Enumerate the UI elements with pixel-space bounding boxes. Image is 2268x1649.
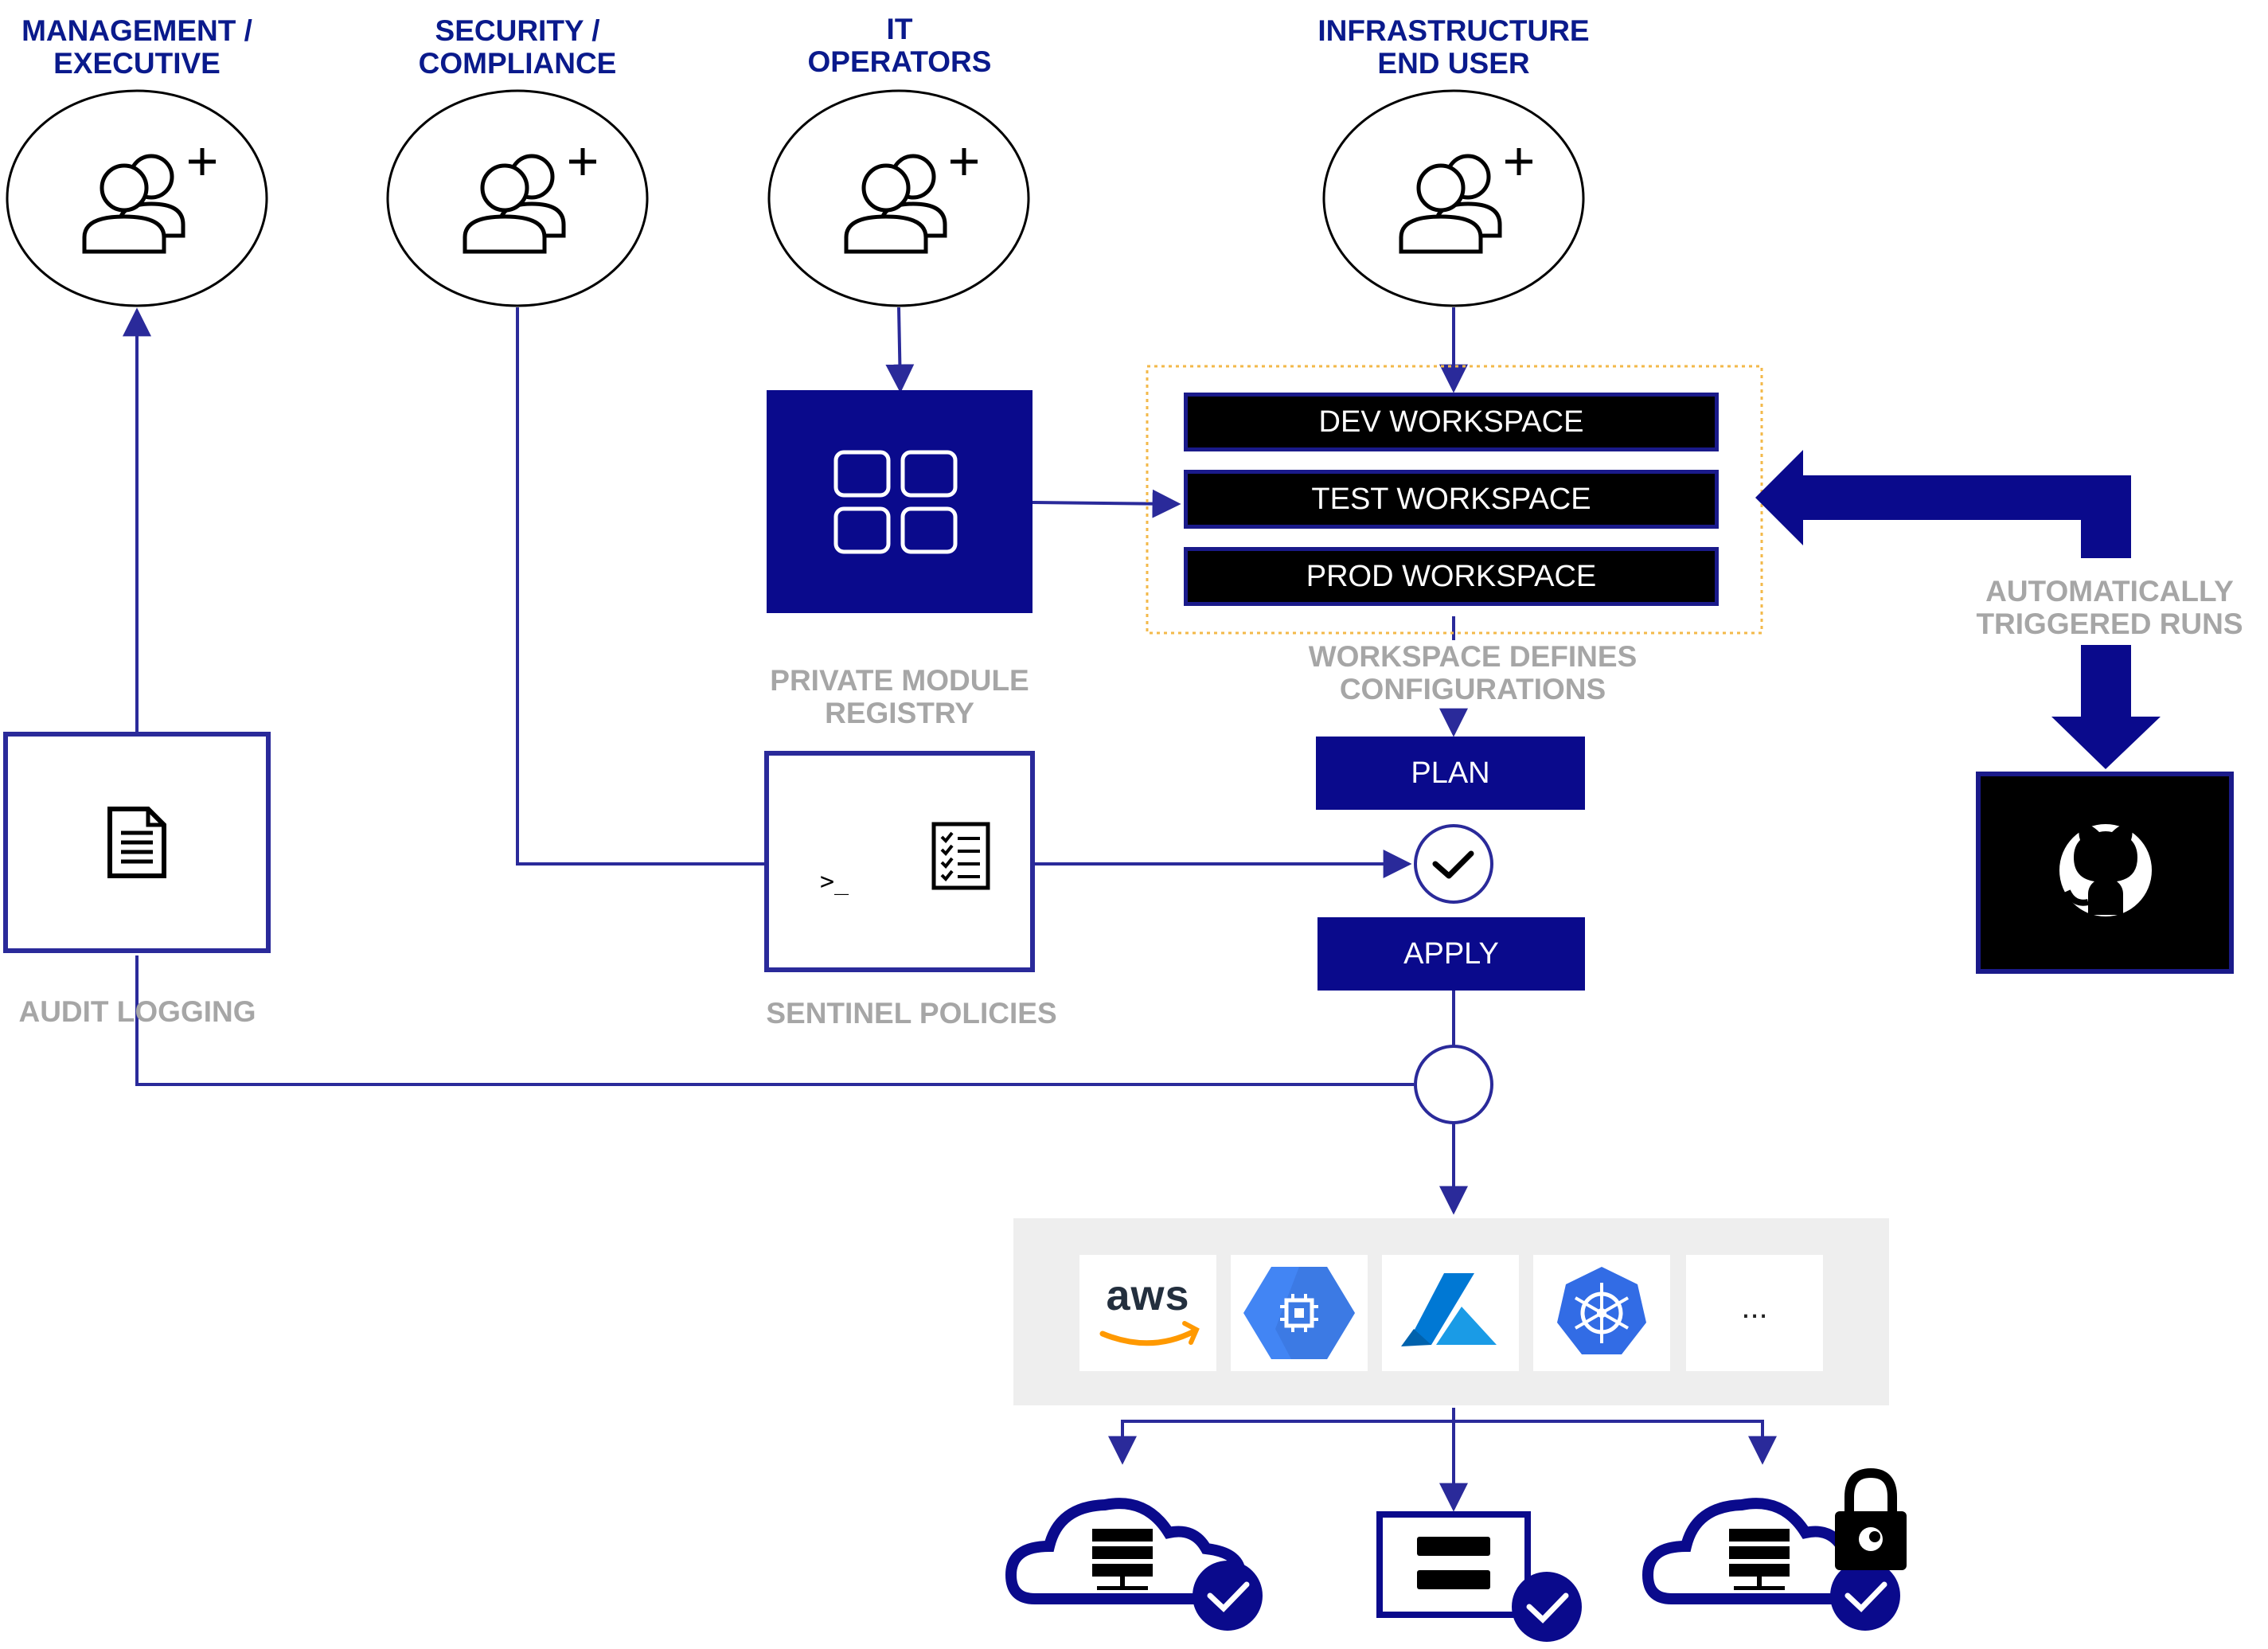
terminal-icon: >_ bbox=[820, 868, 849, 896]
workspace-defines-label: WORKSPACE DEFINES CONFIGURATIONS bbox=[1308, 640, 1638, 706]
plan-step[interactable]: PLAN bbox=[1316, 737, 1585, 810]
auto-trigger-arrows bbox=[1755, 450, 2161, 769]
server-icon bbox=[1092, 1529, 1153, 1590]
role-label-management: MANAGEMENT / EXECUTIVE bbox=[21, 14, 252, 80]
checkmark-icon bbox=[1512, 1572, 1582, 1642]
google-cloud-icon bbox=[1243, 1267, 1355, 1359]
provider-panel bbox=[1013, 1218, 1889, 1405]
connectors bbox=[123, 307, 1777, 1512]
more-providers: ... bbox=[1741, 1290, 1768, 1325]
dev-workspace[interactable]: DEV WORKSPACE bbox=[1184, 393, 1719, 451]
checkmark-icon bbox=[1193, 1561, 1263, 1631]
apply-output-node bbox=[1414, 1045, 1493, 1124]
azure-icon bbox=[1401, 1273, 1497, 1346]
deploy-target-cloud-left bbox=[1005, 1498, 1263, 1631]
deploy-target-cloud-right bbox=[1641, 1467, 1907, 1631]
role-circle-infrastructure bbox=[1322, 89, 1585, 307]
deploy-target-server bbox=[1376, 1511, 1582, 1642]
role-circle-management bbox=[6, 89, 268, 307]
apply-step[interactable]: APPLY bbox=[1317, 917, 1585, 991]
checkmark-icon bbox=[1432, 850, 1474, 879]
role-label-security: SECURITY / COMPLIANCE bbox=[418, 14, 617, 80]
role-circle-it-operators bbox=[767, 89, 1030, 307]
audit-logging-box bbox=[3, 732, 271, 953]
prod-workspace[interactable]: PROD WORKSPACE bbox=[1184, 547, 1719, 606]
sentinel-policies-label: SENTINEL POLICIES bbox=[766, 997, 1057, 1030]
test-workspace[interactable]: TEST WORKSPACE bbox=[1184, 470, 1719, 529]
lock-icon bbox=[1835, 1467, 1907, 1570]
github-icon bbox=[2059, 823, 2152, 916]
server-icon bbox=[1417, 1537, 1490, 1589]
server-icon bbox=[1729, 1529, 1790, 1590]
checklist-icon bbox=[931, 822, 990, 890]
kubernetes-icon bbox=[1557, 1267, 1646, 1354]
aws-label: aws bbox=[1106, 1272, 1190, 1319]
role-label-it-operators: IT OPERATORS bbox=[807, 13, 992, 79]
document-icon bbox=[107, 807, 166, 878]
audit-logging-label: AUDIT LOGGING bbox=[18, 995, 256, 1028]
modules-grid-icon bbox=[833, 450, 958, 554]
sentinel-policies-box bbox=[764, 751, 1035, 972]
auto-triggered-runs-label: AUTOMATICALLY TRIGGERED RUNS bbox=[1976, 575, 2243, 641]
aws-icon bbox=[1099, 1321, 1200, 1346]
role-label-infrastructure: INFRASTRUCTURE END USER bbox=[1317, 14, 1590, 80]
role-circle-security bbox=[386, 89, 649, 307]
private-module-registry-label: PRIVATE MODULE REGISTRY bbox=[770, 664, 1029, 730]
policy-check-node bbox=[1414, 824, 1493, 904]
github-box bbox=[1976, 772, 2234, 974]
checkmark-icon bbox=[1830, 1561, 1900, 1631]
private-module-registry-box bbox=[767, 390, 1033, 613]
